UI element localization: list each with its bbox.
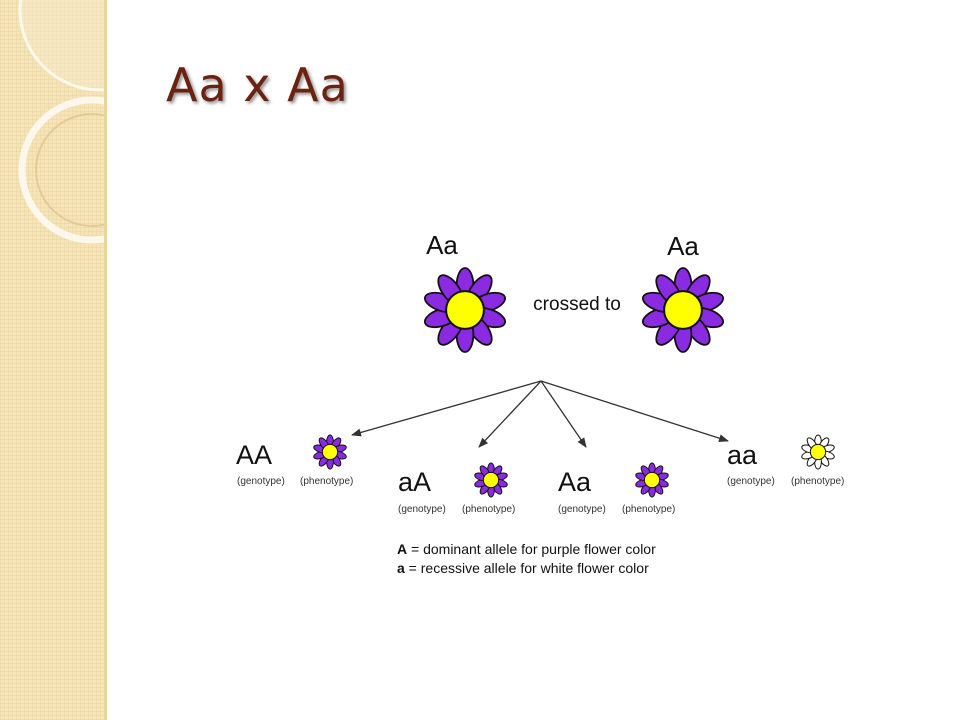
slide-title: Aa x Aa — [166, 58, 349, 112]
flower-center — [321, 443, 339, 461]
offspring-4-genotype: aa — [727, 440, 758, 470]
legend-recessive-text: = recessive allele for white flower colo… — [405, 560, 649, 576]
offspring-3-genotype-caption: (genotype) — [558, 504, 606, 515]
offspring-3-phenotype-caption: (phenotype) — [622, 504, 675, 515]
flower-center — [445, 290, 485, 330]
offspring-2-genotype-caption: (genotype) — [398, 504, 446, 515]
offspring-2-flower-icon — [474, 462, 508, 498]
offspring-arrows — [351, 380, 729, 448]
arrow-to-offspring-3 — [540, 380, 587, 448]
legend-recessive: a = recessive allele for white flower co… — [397, 560, 649, 576]
offspring-4-genotype-caption: (genotype) — [727, 476, 775, 487]
offspring-3-flower-icon — [635, 462, 669, 498]
parent-1-flower-icon — [423, 267, 507, 353]
arrow-to-offspring-1 — [351, 380, 542, 437]
cross-label: crossed to — [533, 294, 621, 315]
flower-center — [482, 471, 500, 489]
offspring-2-genotype: aA — [398, 467, 431, 497]
arrow-to-offspring-4 — [540, 380, 729, 443]
offspring-4-flower-icon — [801, 434, 835, 470]
legend-recessive-symbol: a — [397, 560, 405, 576]
parent-2-genotype: Aa — [667, 231, 699, 261]
offspring-1-genotype-caption: (genotype) — [237, 476, 285, 487]
offspring-4-phenotype-caption: (phenotype) — [791, 476, 844, 487]
flower-center — [643, 471, 661, 489]
sidebar-circles-decoration — [18, 0, 104, 244]
offspring-3-genotype: Aa — [558, 467, 592, 497]
legend-dominant-text: = dominant allele for purple flower colo… — [407, 541, 656, 557]
offspring-1-phenotype-caption: (phenotype) — [300, 476, 353, 487]
offspring-2-phenotype-caption: (phenotype) — [462, 504, 515, 515]
flower-center — [809, 443, 827, 461]
decorative-sidebar — [0, 0, 107, 720]
parent-1-genotype: Aa — [426, 230, 458, 260]
flower-center — [663, 290, 703, 330]
arrow-to-offspring-2 — [478, 380, 542, 448]
parent-2-flower-icon — [641, 267, 725, 353]
offspring-1-genotype: AA — [236, 440, 272, 470]
offspring-1-flower-icon — [313, 434, 347, 470]
legend-dominant-symbol: A — [397, 541, 407, 557]
legend-dominant: A = dominant allele for purple flower co… — [397, 541, 656, 557]
